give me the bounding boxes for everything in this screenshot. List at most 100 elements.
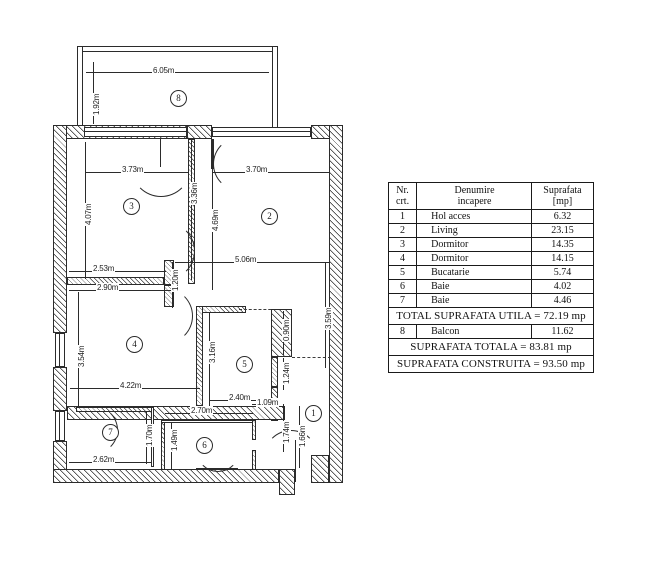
exterior-wall-bottom-left [53, 469, 279, 483]
window-top-left [84, 127, 187, 137]
kitchen-dashed-top [239, 309, 281, 310]
dim-hall-lower-width: 2.90m [96, 283, 120, 292]
exterior-wall-top-mid [187, 125, 212, 139]
area-schedule-table: Nr. crt. Denumire incapere Suprafata [mp… [387, 182, 595, 373]
table-header-row: Nr. crt. Denumire incapere Suprafata [mp… [387, 182, 595, 210]
balcony-left-wall [77, 46, 83, 128]
dim-room2-width: 3.70m [245, 165, 269, 174]
dim-bath7-height: 1.70m [145, 423, 154, 447]
row-nr: 7 [387, 293, 418, 308]
row-name: Dormitor [416, 237, 532, 252]
row-area: 6.32 [530, 209, 595, 224]
header-area-line2: [mp] [552, 196, 573, 207]
header-nr-line2: crt. [396, 196, 410, 207]
table-row: 1 Hol acces 6.32 [387, 209, 595, 224]
row-area: 11.62 [530, 324, 595, 339]
header-name: Denumire incapere [416, 182, 532, 210]
door-leaf-room3 [160, 139, 162, 167]
table-row: 3 Dormitor 14.35 [387, 237, 595, 252]
table-row: 5 Bucatarie 5.74 [387, 265, 595, 280]
door-arc-hall-upper [137, 222, 195, 280]
row-nr: 3 [387, 237, 418, 252]
dim-segment-124: 1.24m [282, 361, 291, 385]
door-arc-room3 [131, 137, 191, 197]
interior-wall-bath6-right [252, 420, 256, 440]
interior-wall-bath6-top [161, 420, 255, 423]
header-name-line2: incapere [457, 196, 492, 207]
room-number-4: 4 [126, 336, 143, 353]
total-construita-text: SUPRAFATA CONSTRUITA = 93.50 mp [388, 355, 594, 373]
total-utila-row: TOTAL SUPRAFATA UTILA = 72.19 mp [388, 307, 594, 325]
table-body: 1 Hol acces 6.32 2 Living 23.15 3 Dormit… [387, 209, 595, 373]
row-name: Living [416, 223, 532, 238]
dimline-hall-upper-width [69, 271, 166, 272]
room-number-1: 1 [305, 405, 322, 422]
header-name-line1: Denumire [454, 185, 495, 196]
header-area-line1: Suprafata [543, 185, 582, 196]
dim-room4-width: 4.22m [119, 381, 143, 390]
row-nr: 1 [387, 209, 418, 224]
header-area: Suprafata [mp] [530, 182, 595, 210]
exterior-wall-left-upper [53, 125, 67, 333]
row-area: 5.74 [530, 265, 595, 280]
total-totala-row: SUPRAFATA TOTALA = 83.81 mp [388, 338, 594, 356]
window-left-lower [55, 411, 65, 441]
balcony-width-dimline [86, 72, 269, 73]
row-name: Dormitor [416, 251, 532, 266]
balcony-right-wall [272, 46, 278, 128]
row-nr: 5 [387, 265, 418, 280]
total-totala-text: SUPRAFATA TOTALA = 83.81 mp [388, 338, 594, 356]
row-nr: 6 [387, 279, 418, 294]
interior-wall-segment-124 [271, 357, 278, 387]
total-construita-row: SUPRAFATA CONSTRUITA = 93.50 mp [388, 355, 594, 373]
row-name: Baie [416, 279, 532, 294]
interior-wall-bath6-left [161, 420, 165, 470]
header-nr: Nr. crt. [387, 182, 418, 210]
header-nr-line1: Nr. [396, 185, 409, 196]
exterior-wall-right [329, 125, 343, 483]
door-arc-room4 [137, 288, 193, 344]
table-row: 4 Dormitor 14.15 [387, 251, 595, 266]
dim-hall-upper-width: 2.53m [92, 264, 116, 273]
dimline-room2-width [213, 172, 329, 173]
window-left-lower-mullion [59, 411, 60, 441]
window-top-right-mullion [212, 131, 311, 132]
window-left-upper [55, 333, 65, 367]
dim-living-inner-width: 5.06m [234, 255, 258, 264]
table-row-balcony: 8 Balcon 11.62 [387, 324, 595, 339]
balcony-outline [77, 46, 278, 52]
dim-kitchen-width: 2.40m [228, 393, 252, 402]
dim-room3-width: 3.73m [121, 165, 145, 174]
dim-balcony-depth: 1.92m [92, 92, 101, 116]
dim-bath6-width: 2.70m [190, 406, 214, 415]
dim-niche-height: 0.90m [282, 318, 291, 342]
row-area: 14.35 [530, 237, 595, 252]
window-left-upper-mullion [59, 333, 60, 367]
dim-kitchen-height: 3.16m [208, 340, 217, 364]
exterior-wall-left-mid [53, 367, 67, 411]
niche-dashed-bottom [292, 357, 331, 358]
row-name: Bucatarie [416, 265, 532, 280]
door-arc-bath6 [196, 428, 240, 472]
table-row: 6 Baie 4.02 [387, 279, 595, 294]
dim-living-left-height: 4.69m [211, 208, 220, 232]
room-number-7: 7 [102, 424, 119, 441]
total-utila-text: TOTAL SUPRAFATA UTILA = 72.19 mp [388, 307, 594, 325]
room-number-2: 2 [261, 208, 278, 225]
room-number-8: 8 [170, 90, 187, 107]
row-name: Balcon [416, 324, 532, 339]
dim-segment-174: 1.74m [282, 420, 291, 444]
window-top-left-mullion [84, 131, 187, 132]
entry-door-leaf [295, 440, 297, 482]
row-area: 4.02 [530, 279, 595, 294]
row-nr: 8 [387, 324, 418, 339]
table-header: Nr. crt. Denumire incapere Suprafata [mp… [387, 182, 595, 210]
interior-wall-kitchen-left [196, 306, 203, 406]
room-number-3: 3 [123, 198, 140, 215]
room-number-6: 6 [196, 437, 213, 454]
dim-corridor-height: 3.36m [190, 181, 199, 205]
table-row: 7 Baie 4.46 [387, 293, 595, 308]
row-area: 23.15 [530, 223, 595, 238]
dimline-hall-lower-width [69, 290, 174, 291]
